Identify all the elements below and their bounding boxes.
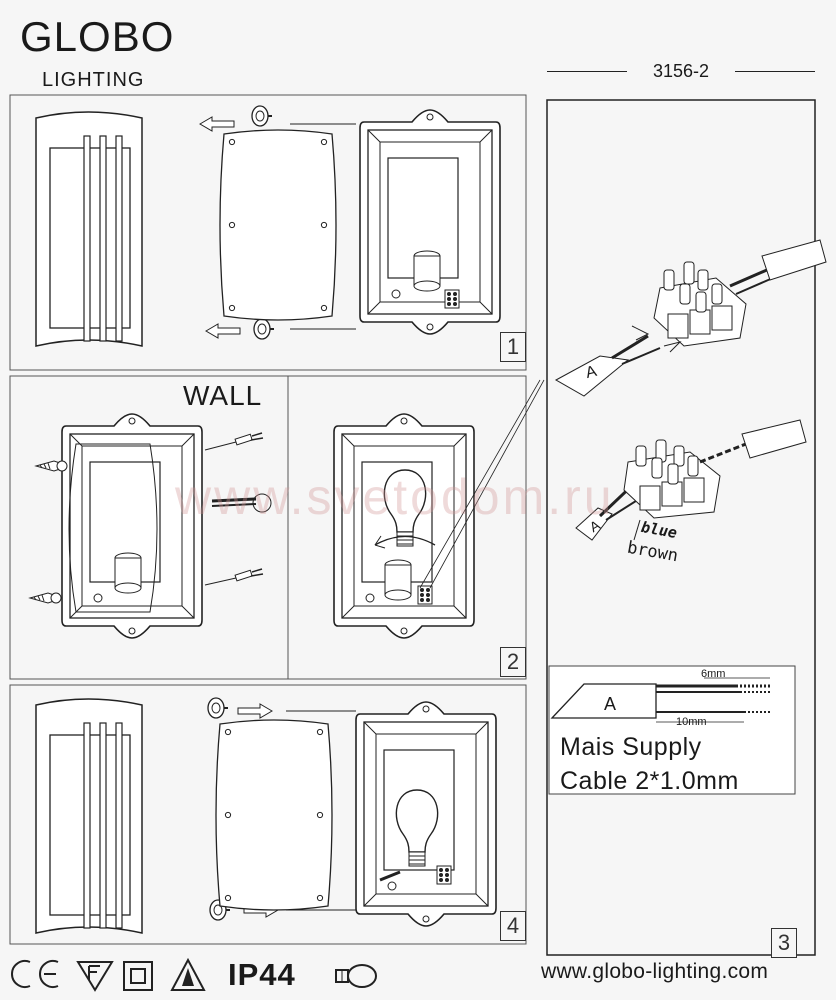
gasket (215, 719, 333, 911)
terminal-label-a: A (604, 694, 617, 714)
model-number: 3156-2 (652, 61, 710, 81)
arrow-right-icon (237, 703, 273, 719)
cover-plate (35, 111, 143, 347)
f-mark-icon (76, 961, 114, 992)
terminal-block-icon (436, 865, 452, 885)
cable-strip-diagram (550, 677, 772, 723)
brand-subtitle: LIGHTING (42, 69, 145, 91)
panel-step-1 (9, 94, 527, 371)
brand-logo: GLOBO LIGHTING (20, 12, 200, 91)
lamp-socket (114, 552, 142, 594)
lamp-housing-wall (61, 413, 203, 639)
arrow-left-icon (205, 323, 241, 339)
brand-name: GLOBO (20, 13, 175, 60)
lamp-socket (413, 250, 441, 292)
wall-plug-icon (234, 568, 264, 582)
warning-triangle-icon (170, 957, 206, 991)
ce-mark-icon (11, 960, 59, 988)
lamp-socket (384, 559, 412, 601)
header-rule-left (547, 71, 627, 72)
header-rule-right (735, 71, 815, 72)
screw-icon (29, 592, 62, 604)
panel-step-3-wiring (546, 99, 816, 956)
strip-length-6mm: 6mm (701, 668, 726, 680)
lamp-housing (359, 109, 501, 335)
supply-text-line1: Mais Supply (560, 733, 702, 761)
watermark: www.svetodom.ru (175, 469, 615, 525)
panel-step-4 (9, 684, 527, 945)
terminal-block-icon (417, 585, 433, 605)
panel-step-2-bulb (287, 375, 527, 680)
lamp-icon (335, 964, 377, 988)
arrow-left-icon (199, 116, 235, 132)
step-number-1: 1 (500, 332, 526, 362)
terminal-block-icon (444, 289, 460, 309)
step-number-4: 4 (500, 911, 526, 941)
gasket (219, 129, 337, 321)
supply-text-line2: Cable 2*1.0mm (560, 767, 739, 795)
wall-plug-icon (234, 432, 264, 446)
step-number-2: 2 (500, 647, 526, 677)
terminal-block-connected (575, 419, 807, 541)
cover-plate (35, 698, 143, 934)
certification-marks: IP44 (12, 956, 382, 996)
screw-icon (35, 460, 68, 472)
nut-icon (251, 105, 273, 127)
nut-icon (207, 697, 229, 719)
zoom-callout-line (419, 379, 545, 589)
nut-icon (253, 318, 275, 340)
rotate-arrow-icon (374, 535, 436, 546)
website-url: www.globo-lighting.com (541, 960, 769, 983)
terminal-block-open (554, 239, 827, 397)
ip-rating: IP44 (228, 957, 296, 992)
cable-entry-icon (211, 493, 272, 513)
step-number-3: 3 (771, 928, 797, 958)
model-number-header: 3156-2 (547, 58, 815, 84)
wall-label: WALL (183, 380, 263, 411)
strip-length-10mm: 10mm (676, 716, 707, 728)
double-insulated-icon (123, 961, 153, 991)
